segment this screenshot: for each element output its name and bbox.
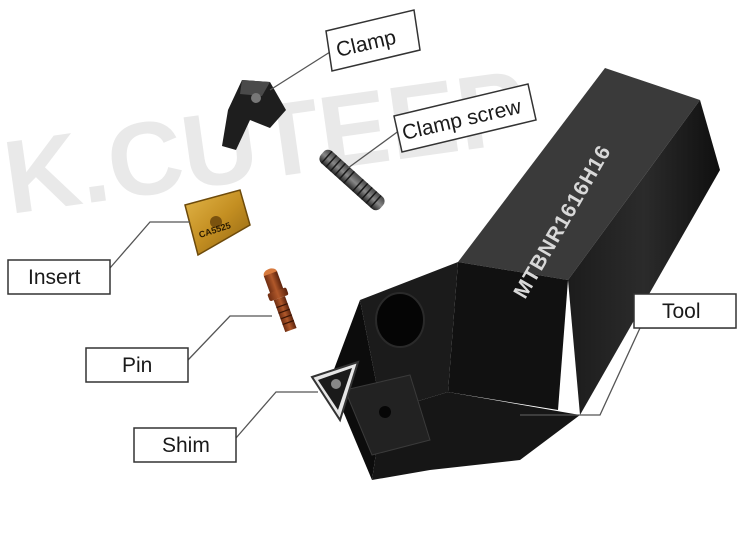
watermark-text: K.CUTEEP xyxy=(0,49,534,237)
clamp-part xyxy=(222,80,286,150)
label-shim: Shim xyxy=(133,427,237,463)
label-tool: Tool xyxy=(633,293,737,329)
label-insert: Insert xyxy=(7,259,111,295)
label-pin-text: Pin xyxy=(122,354,152,377)
leader-shim xyxy=(235,391,318,439)
leader-clamp-screw xyxy=(347,129,401,169)
leader-clamp xyxy=(269,51,331,91)
label-clamp: Clamp xyxy=(325,9,421,72)
leader-insert xyxy=(109,221,190,269)
clamp-screw-part xyxy=(319,149,385,211)
shim-part xyxy=(310,360,360,423)
label-insert-text: Insert xyxy=(28,266,81,289)
label-tool-text: Tool xyxy=(662,300,701,323)
leader-pin xyxy=(187,315,272,361)
pin-part xyxy=(263,268,297,333)
label-shim-text: Shim xyxy=(162,434,210,457)
insert-part: CA5525 xyxy=(184,189,251,257)
leader-lines xyxy=(109,51,735,439)
pocket-hole xyxy=(375,292,425,348)
tool-holder: MTBNR1616H16 xyxy=(330,68,720,480)
label-pin: Pin xyxy=(85,347,189,383)
